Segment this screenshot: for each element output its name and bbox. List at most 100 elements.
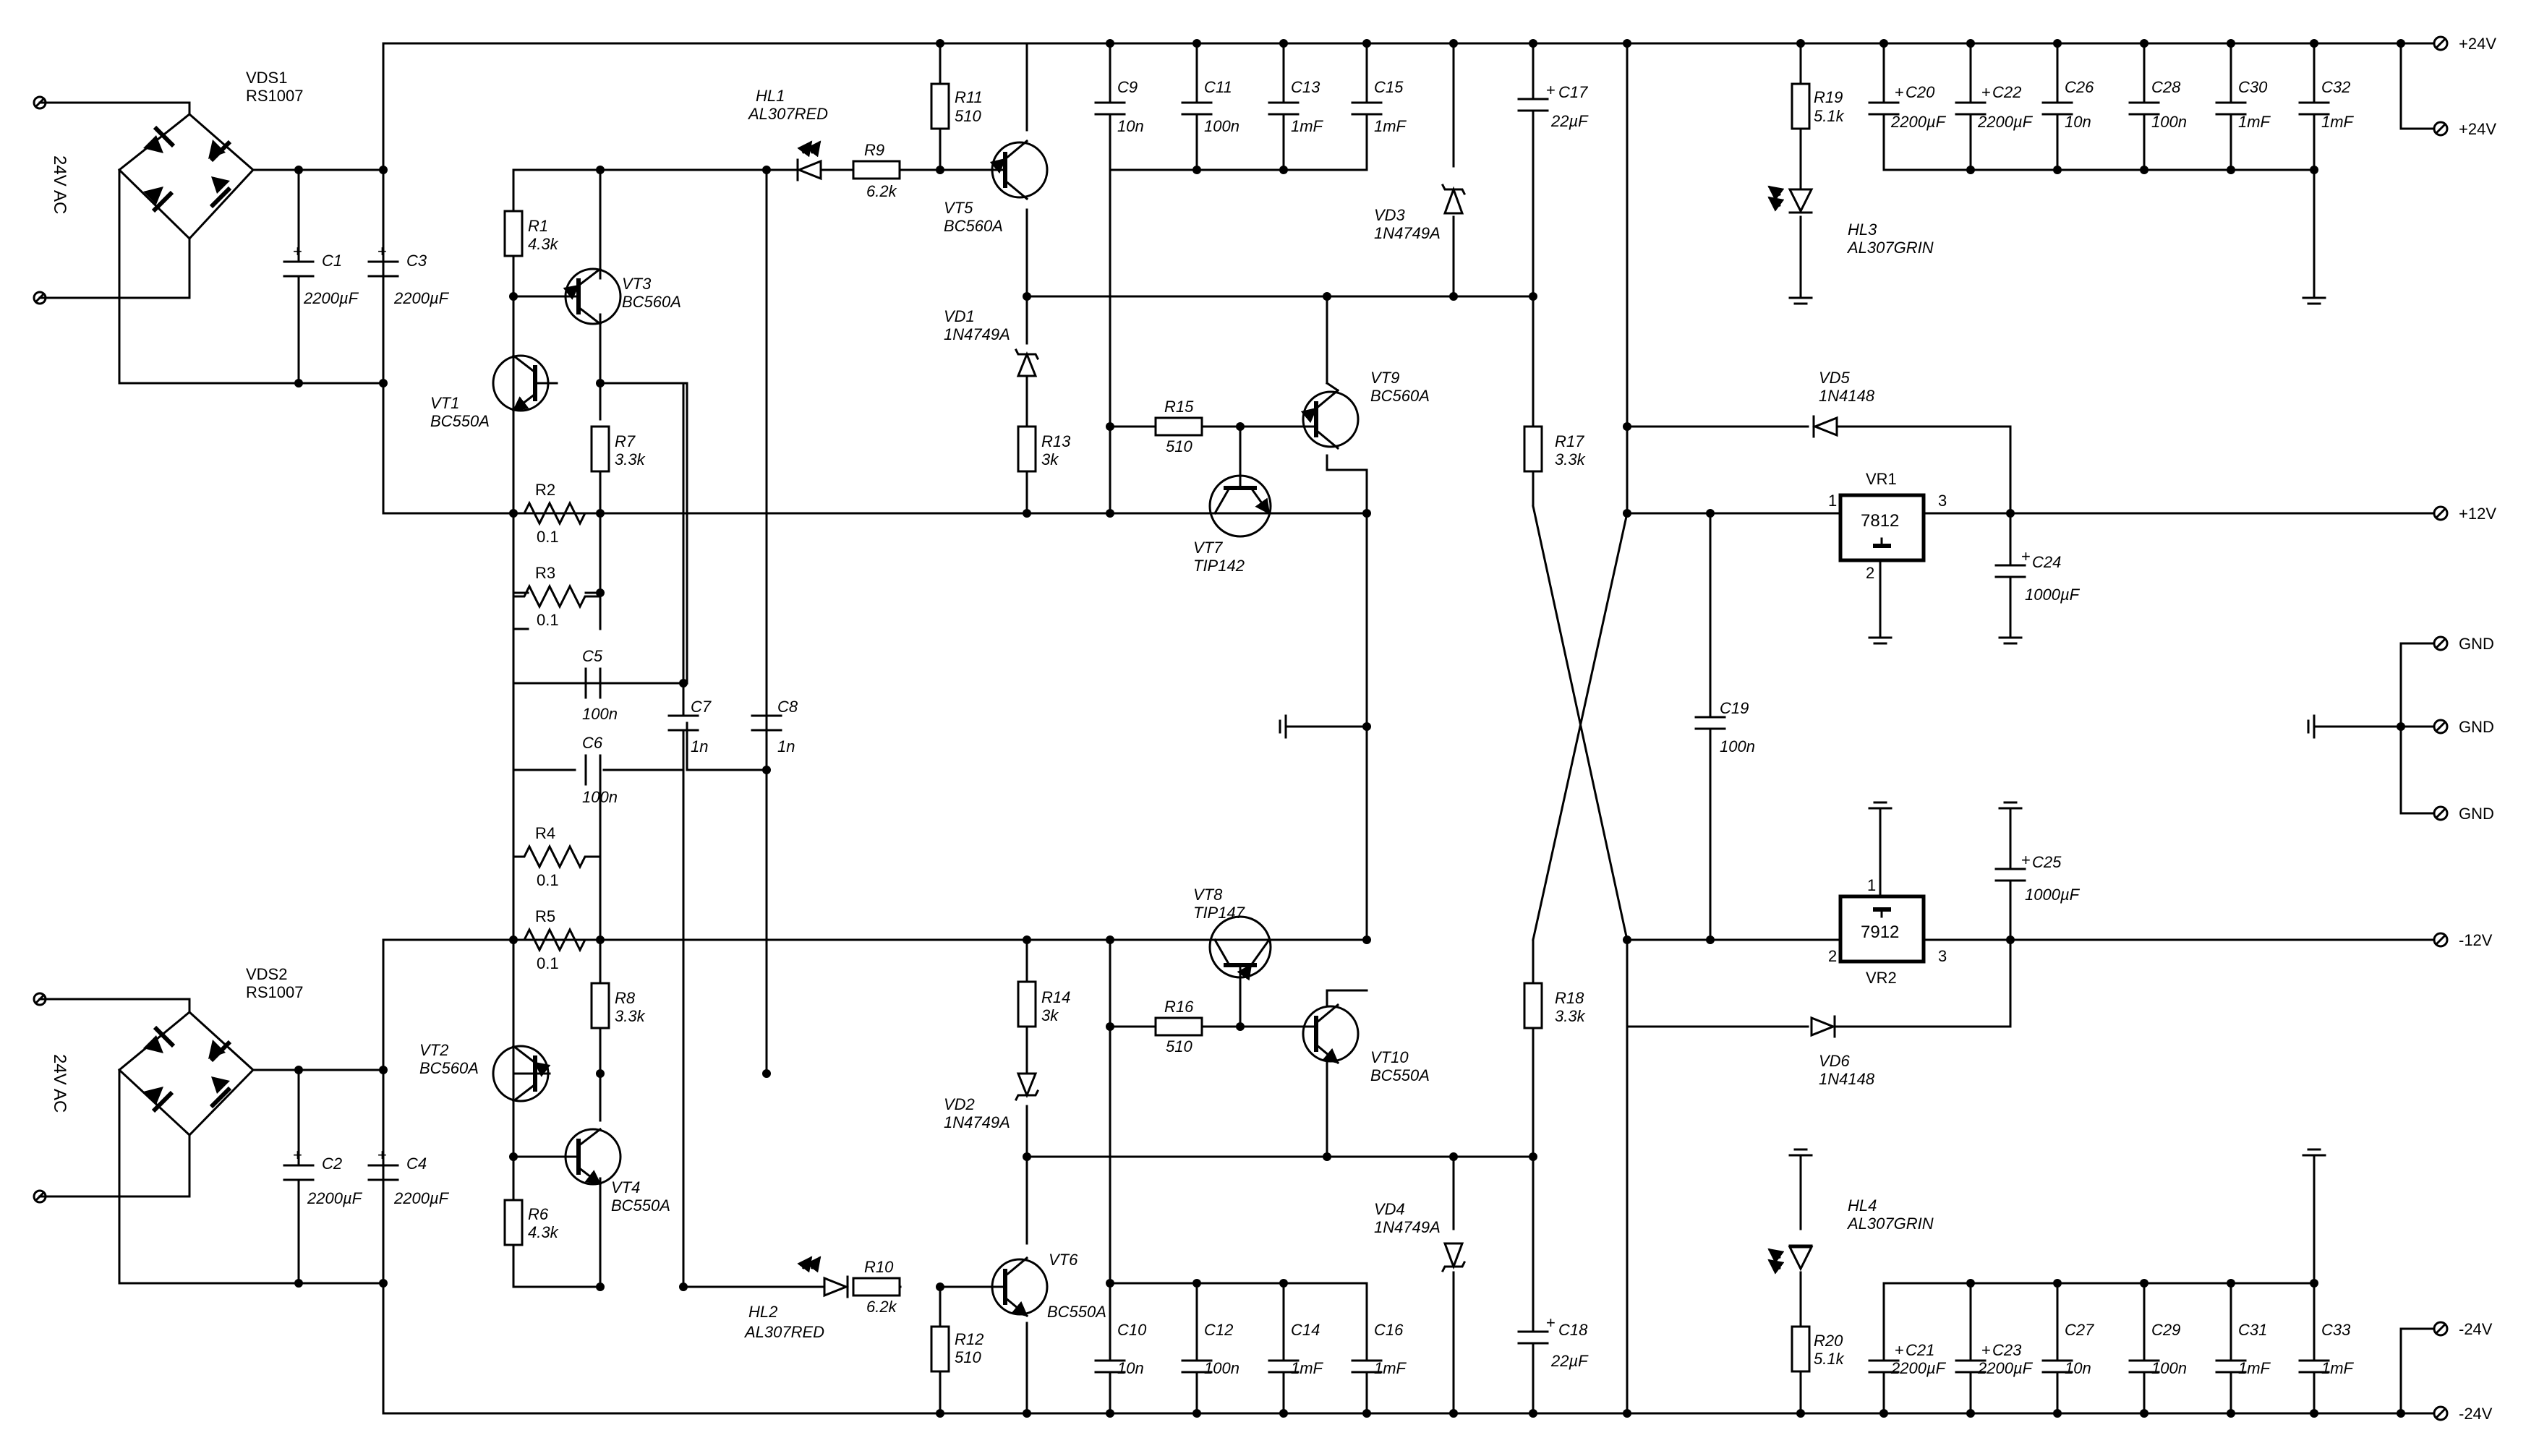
capacitor-c19: C19 100n bbox=[1694, 699, 1755, 755]
svg-text:100n: 100n bbox=[582, 705, 618, 723]
svg-text:+: + bbox=[1546, 1314, 1556, 1332]
resistor-r18: R18 3.3k bbox=[1523, 982, 1586, 1029]
svg-text:5.1k: 5.1k bbox=[1814, 107, 1845, 125]
capacitor-c7: C7 1n bbox=[667, 698, 712, 755]
svg-text:C23: C23 bbox=[1992, 1341, 2022, 1359]
ground-icon bbox=[1868, 801, 1892, 810]
svg-text:1N4749A: 1N4749A bbox=[1374, 1218, 1441, 1236]
ac-terminal-icon[interactable] bbox=[33, 1189, 47, 1204]
resistor-r5: R5 0.1 bbox=[512, 907, 602, 972]
svg-text:AL307RED: AL307RED bbox=[743, 1323, 824, 1341]
svg-text:C17: C17 bbox=[1558, 83, 1588, 101]
svg-text:VD3: VD3 bbox=[1374, 206, 1406, 224]
svg-text:C19: C19 bbox=[1720, 699, 1749, 717]
terminal-p12[interactable]: +12V bbox=[2433, 505, 2496, 523]
svg-text:R16: R16 bbox=[1164, 998, 1194, 1016]
svg-text:1mF: 1mF bbox=[1374, 1359, 1407, 1377]
svg-text:TIP147: TIP147 bbox=[1193, 904, 1245, 922]
resistor-r12: R12 510 bbox=[930, 1325, 983, 1373]
svg-text:BC560A: BC560A bbox=[944, 217, 1003, 235]
transistor-vt7: VT7 TIP142 bbox=[1193, 461, 1272, 575]
ground-icon bbox=[2307, 714, 2316, 739]
capacitor-c32: C32 1mF bbox=[2298, 78, 2355, 131]
svg-text:+: + bbox=[2021, 851, 2031, 869]
svg-text:1N4749A: 1N4749A bbox=[1374, 224, 1441, 242]
svg-text:VD1: VD1 bbox=[944, 307, 975, 325]
svg-text:R4: R4 bbox=[535, 824, 555, 842]
svg-text:100n: 100n bbox=[1720, 737, 1755, 755]
svg-text:C7: C7 bbox=[691, 698, 712, 716]
svg-text:+24V: +24V bbox=[2459, 120, 2496, 138]
ground-icon bbox=[2302, 1148, 2326, 1157]
svg-text:BC550A: BC550A bbox=[1047, 1303, 1106, 1321]
svg-text:VT3: VT3 bbox=[622, 275, 652, 293]
svg-text:+: + bbox=[2021, 547, 2031, 565]
svg-text:0.1: 0.1 bbox=[537, 954, 559, 972]
capacitor-c14: C14 1mF bbox=[1268, 1321, 1324, 1377]
junction-dots bbox=[294, 39, 2405, 1418]
capacitor-c13: C13 1mF bbox=[1268, 78, 1324, 135]
resistor-r2: R2 0.1 bbox=[512, 481, 602, 546]
capacitor-c12: C12 100n bbox=[1181, 1321, 1239, 1377]
svg-text:-12V: -12V bbox=[2459, 931, 2493, 949]
svg-text:BC560A: BC560A bbox=[622, 293, 681, 311]
svg-text:BC550A: BC550A bbox=[611, 1196, 670, 1215]
svg-text:C18: C18 bbox=[1558, 1321, 1588, 1339]
capacitor-c24: + C24 1000µF bbox=[1994, 547, 2081, 604]
svg-text:C21: C21 bbox=[1906, 1341, 1934, 1359]
svg-text:R13: R13 bbox=[1041, 432, 1071, 450]
terminal-m12[interactable]: -12V bbox=[2433, 931, 2493, 949]
zener-diode-vd1: VD1 1N4749A bbox=[944, 307, 1040, 377]
terminal-gnd3[interactable]: GND bbox=[2433, 805, 2494, 823]
capacitor-c31: C31 1mF bbox=[2215, 1321, 2271, 1377]
svg-text:HL4: HL4 bbox=[1848, 1196, 1877, 1215]
resistor-r17: R17 3.3k bbox=[1523, 425, 1586, 473]
svg-text:C31: C31 bbox=[2238, 1321, 2267, 1339]
svg-text:BC550A: BC550A bbox=[430, 412, 490, 430]
ac-terminal-icon[interactable] bbox=[33, 992, 47, 1006]
svg-text:1n: 1n bbox=[777, 737, 795, 755]
resistor-r8: R8 3.3k bbox=[590, 982, 646, 1029]
svg-text:C11: C11 bbox=[1204, 78, 1232, 96]
svg-text:GND: GND bbox=[2459, 635, 2494, 653]
resistor-r7: R7 3.3k bbox=[590, 425, 646, 473]
svg-text:3k: 3k bbox=[1041, 1006, 1059, 1024]
terminal-p24b[interactable]: +24V bbox=[2433, 120, 2496, 138]
capacitor-c22: + C22 2200µF bbox=[1955, 83, 2034, 131]
terminal-gnd1[interactable]: GND bbox=[2433, 635, 2494, 653]
svg-text:2200µF: 2200µF bbox=[307, 1189, 363, 1207]
svg-text:1mF: 1mF bbox=[1374, 117, 1407, 135]
svg-text:1n: 1n bbox=[691, 737, 708, 755]
resistor-r1: R1 4.3k bbox=[503, 210, 559, 257]
svg-text:GND: GND bbox=[2459, 805, 2494, 823]
ground-icon bbox=[1279, 714, 1287, 739]
svg-text:2200µF: 2200µF bbox=[1977, 113, 2034, 131]
terminal-p24a[interactable]: +24V bbox=[2433, 35, 2496, 53]
svg-text:10n: 10n bbox=[1117, 117, 1144, 135]
svg-text:BC550A: BC550A bbox=[1370, 1066, 1430, 1084]
terminal-m24b[interactable]: -24V bbox=[2433, 1405, 2493, 1423]
svg-text:C13: C13 bbox=[1291, 78, 1320, 96]
svg-text:R14: R14 bbox=[1041, 988, 1070, 1006]
ac-terminal-icon[interactable] bbox=[33, 95, 47, 110]
transistor-vt8: VT8 TIP147 bbox=[1193, 886, 1272, 985]
svg-text:1mF: 1mF bbox=[1291, 1359, 1324, 1377]
capacitor-c25: + C25 1000µF bbox=[1994, 851, 2081, 904]
svg-text:+: + bbox=[1546, 81, 1556, 99]
svg-text:R1: R1 bbox=[528, 217, 548, 235]
terminal-m24a[interactable]: -24V bbox=[2433, 1320, 2493, 1338]
vds2-value: RS1007 bbox=[246, 983, 304, 1001]
svg-text:VT10: VT10 bbox=[1370, 1048, 1409, 1066]
svg-text:VT7: VT7 bbox=[1193, 539, 1223, 557]
ac-terminal-icon[interactable] bbox=[33, 291, 47, 305]
bridge-diode-icon bbox=[208, 1040, 232, 1063]
resistor-r6: R6 4.3k bbox=[503, 1199, 559, 1246]
svg-text:1000µF: 1000µF bbox=[2025, 886, 2081, 904]
capacitor-c30: C30 1mF bbox=[2215, 78, 2271, 131]
terminal-gnd2[interactable]: GND bbox=[2433, 718, 2494, 736]
vds2-ref: VDS2 bbox=[246, 965, 287, 983]
svg-text:100n: 100n bbox=[1204, 1359, 1239, 1377]
svg-text:100n: 100n bbox=[2151, 113, 2187, 131]
capacitor-c28: C28 100n bbox=[2128, 78, 2187, 131]
svg-text:+: + bbox=[293, 1146, 302, 1164]
